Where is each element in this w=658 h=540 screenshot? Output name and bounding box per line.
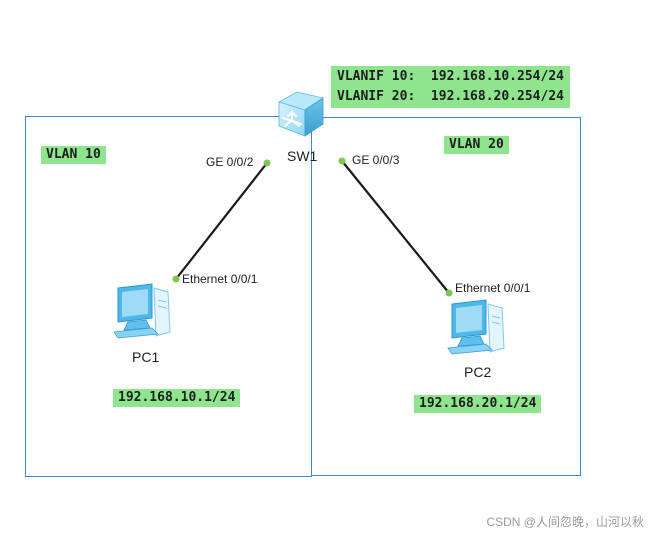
vlanif-20-text: VLANIF 20: 192.168.20.254/24 [337, 89, 564, 104]
pc2-ip-tag: 192.168.20.1/24 [414, 395, 542, 413]
pc2-name: PC2 [464, 364, 492, 380]
link-sw1-pc2 [341, 160, 450, 294]
vlan-20-label: VLAN 20 [444, 136, 509, 154]
pc1-port-label: Ethernet 0/0/1 [182, 272, 258, 286]
pc1-ip-tag: 192.168.10.1/24 [113, 389, 241, 407]
switch-name: SW1 [287, 148, 318, 164]
pc2-port-label: Ethernet 0/0/1 [455, 281, 531, 295]
port-dot-pc2-eth [445, 289, 453, 297]
port-dot-ge002 [263, 159, 271, 167]
watermark: CSDN @人间忽晚，山河以秋 [486, 515, 644, 529]
link-sw1-pc1 [175, 162, 268, 280]
switch-port-label-ge002: GE 0/0/2 [206, 155, 254, 169]
vlan-10-label: VLAN 10 [41, 146, 106, 164]
layer3-switch-icon[interactable] [273, 88, 327, 140]
pc1-icon[interactable] [110, 282, 180, 342]
port-dot-ge003 [338, 157, 346, 165]
pc2-icon[interactable] [444, 298, 514, 358]
vlanif-10-text: VLANIF 10: 192.168.10.254/24 [337, 69, 564, 84]
switch-port-label-ge003: GE 0/0/3 [352, 153, 400, 167]
vlan-20-area [311, 117, 581, 476]
pc1-name: PC1 [132, 349, 160, 365]
port-dot-pc1-eth [172, 275, 180, 283]
